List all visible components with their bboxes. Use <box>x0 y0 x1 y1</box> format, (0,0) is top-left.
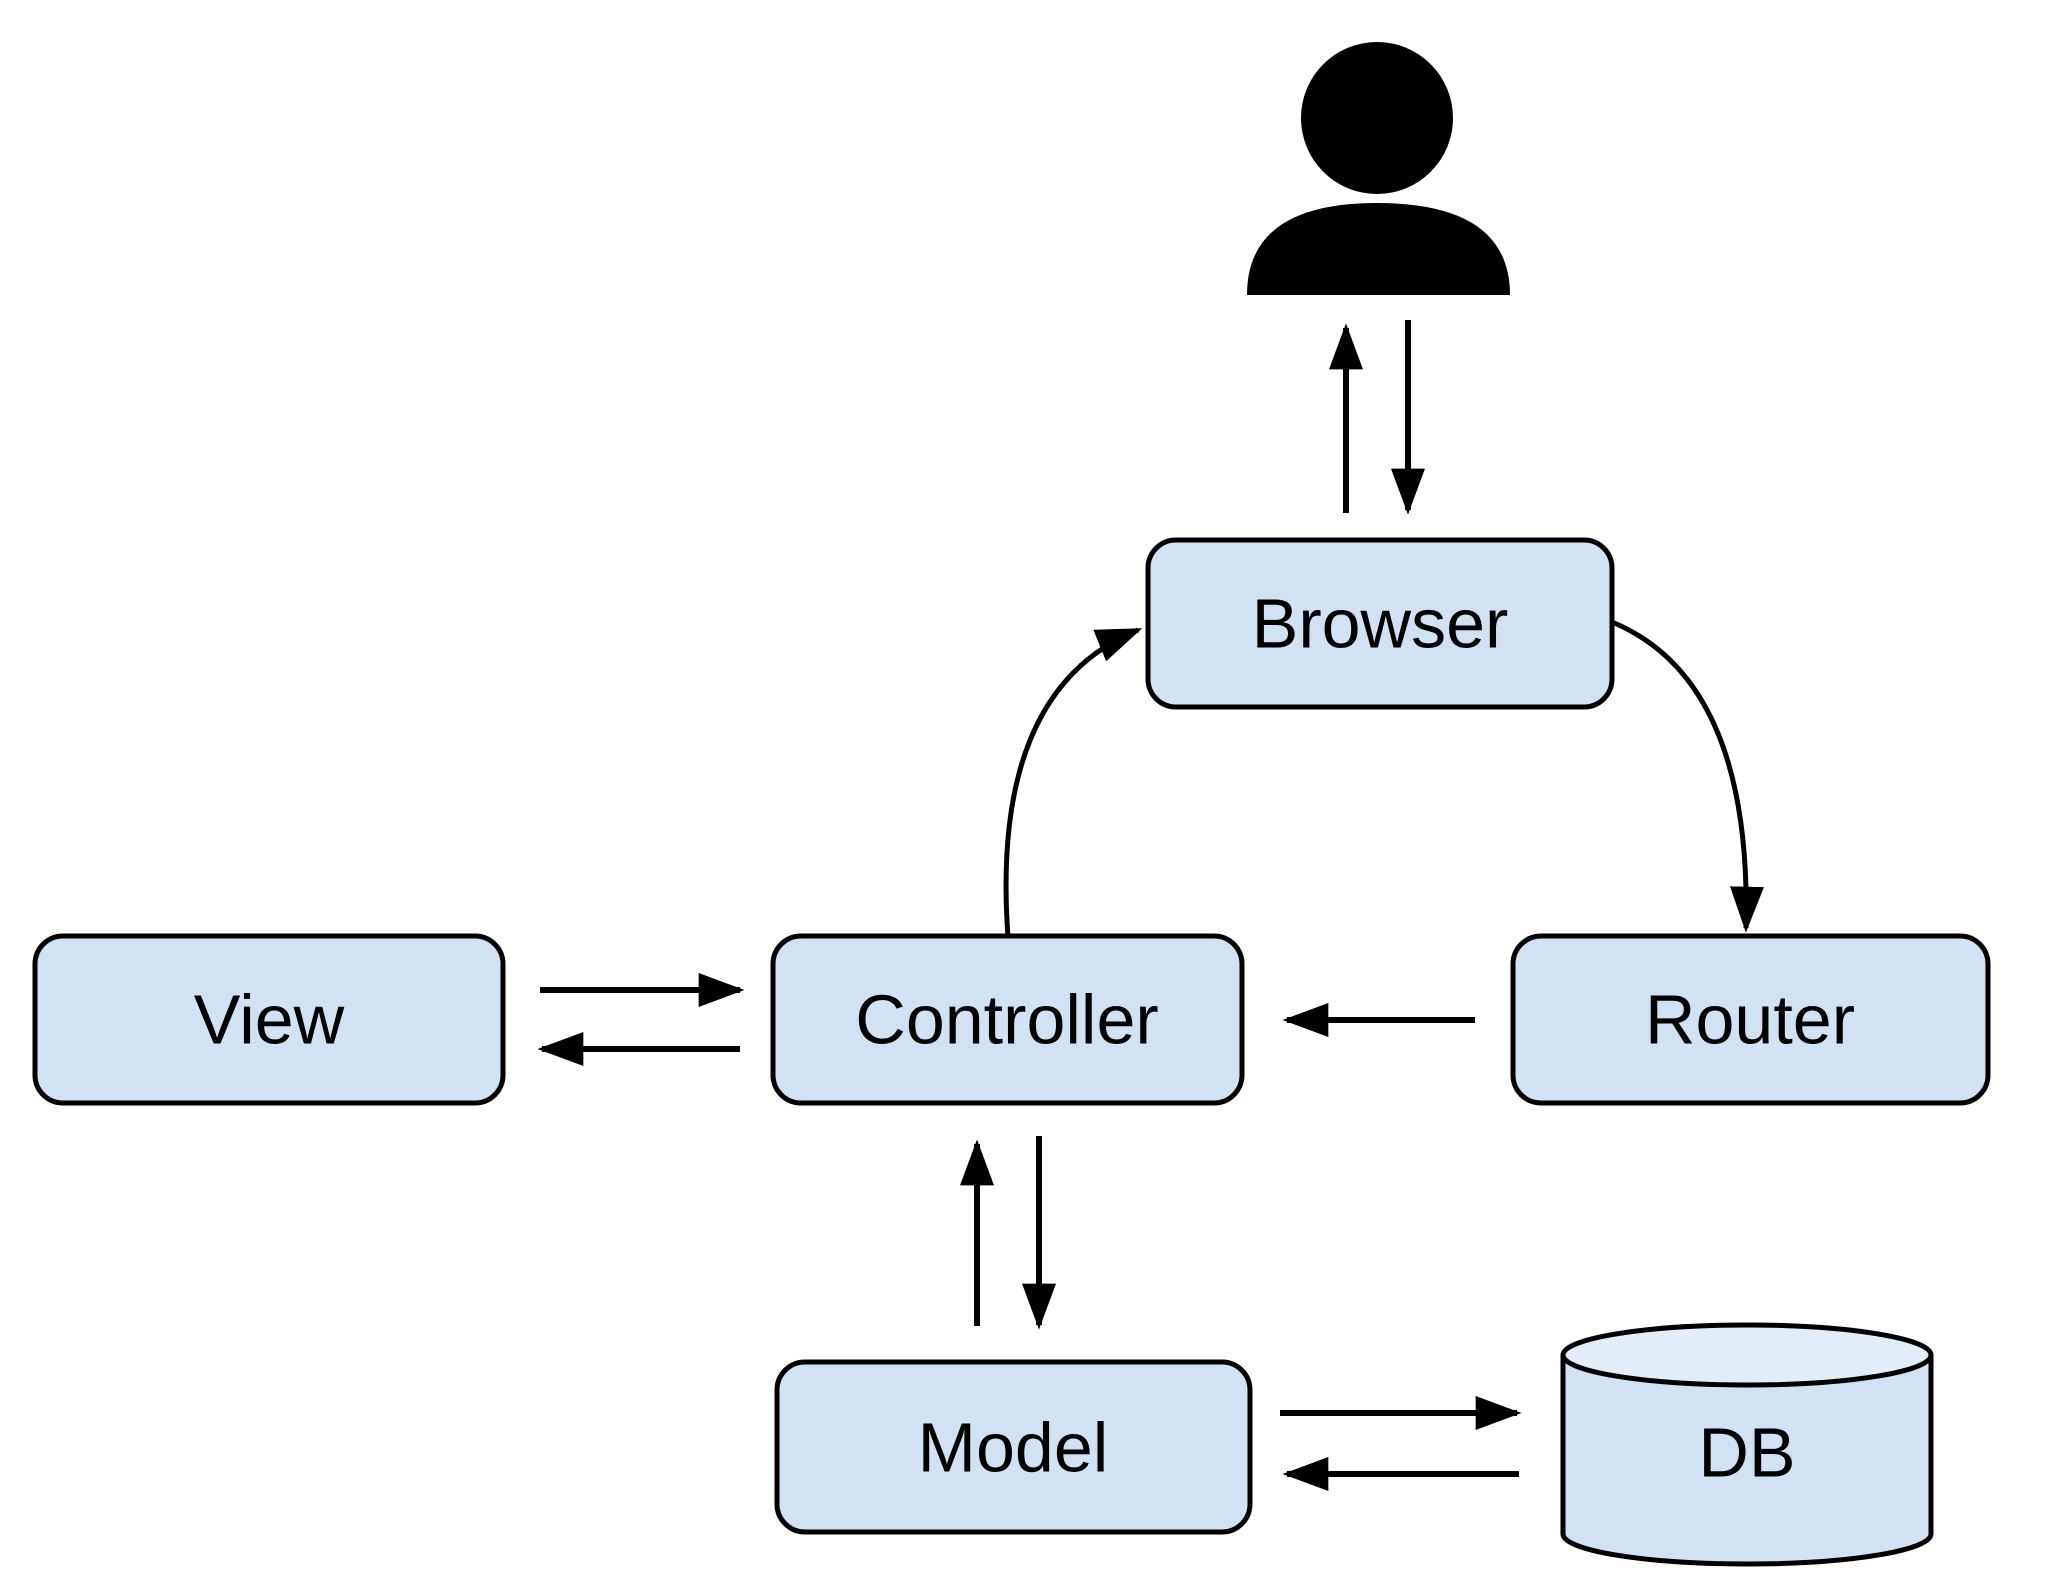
user-shoulders-icon <box>1247 203 1510 295</box>
curve-browser-to-router <box>1611 619 1764 933</box>
controller-label: Controller <box>855 981 1158 1059</box>
router-label: Router <box>1645 981 1855 1059</box>
node-controller: Controller <box>770 933 1245 1106</box>
node-model: Model <box>774 1359 1253 1535</box>
node-view: View <box>32 933 506 1106</box>
node-db: DB <box>1560 1322 1934 1567</box>
router-box <box>1510 933 1991 1106</box>
browser-label: Browser <box>1252 585 1509 663</box>
node-browser: Browser <box>1145 537 1615 710</box>
user-icon <box>1247 42 1510 295</box>
db-cylinder-body <box>1560 1355 1934 1567</box>
node-router: Router <box>1510 933 1991 1106</box>
browser-box <box>1145 537 1615 710</box>
db-cylinder-top <box>1560 1322 1934 1388</box>
model-label: Model <box>918 1409 1109 1487</box>
db-label: DB <box>1698 1414 1795 1492</box>
view-label: View <box>194 981 345 1059</box>
model-box <box>774 1359 1253 1535</box>
view-box <box>32 933 506 1106</box>
controller-box <box>770 933 1245 1106</box>
user-head-icon <box>1301 42 1453 194</box>
curve-controller-to-browser <box>1003 627 1143 938</box>
